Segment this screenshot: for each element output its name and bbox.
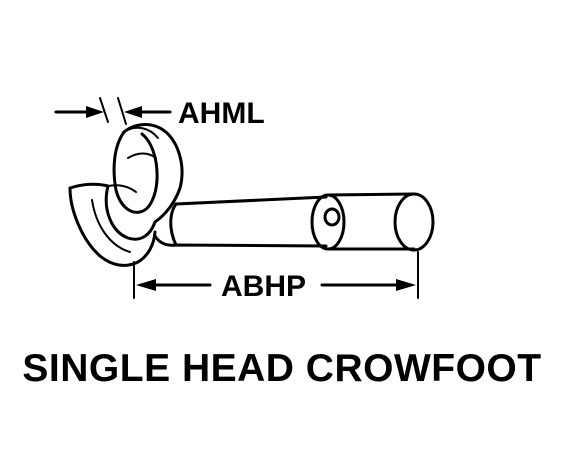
ahml-extension-left	[99, 97, 109, 123]
abhp-dimension: ABHP	[133, 251, 419, 303]
wrench-head	[68, 123, 184, 267]
ahml-label: AHML	[178, 97, 265, 130]
handle-neck	[169, 202, 178, 247]
jaw-thickness-line-2	[127, 152, 157, 159]
abhp-label: ABHP	[221, 270, 306, 303]
abhp-arrow-left-head	[136, 279, 156, 291]
ahml-extension-right	[117, 97, 127, 125]
ahml-arrow-right-head	[124, 106, 142, 118]
wrench-handle	[153, 195, 328, 248]
diagram-caption: SINGLE HEAD CROWFOOT	[22, 347, 541, 390]
ahml-arrow-left-head	[86, 106, 104, 118]
ahml-dimension: AHML	[54, 97, 265, 130]
drive-end	[310, 192, 435, 252]
head-bottom-contour	[68, 186, 157, 267]
head-outer-contour	[68, 123, 184, 241]
handle-top-edge	[174, 195, 328, 206]
abhp-arrow-right-head	[396, 279, 416, 291]
handle-bottom-edge	[153, 234, 328, 248]
drive-end-top-edge	[326, 192, 416, 197]
drive-hole	[323, 207, 341, 227]
drive-end-right-face	[393, 192, 435, 252]
lower-jaw-inner	[91, 199, 131, 253]
jaw-thickness-line-1	[123, 126, 159, 139]
head-inner-jaw	[112, 130, 159, 214]
jaw-face-line	[107, 184, 137, 193]
